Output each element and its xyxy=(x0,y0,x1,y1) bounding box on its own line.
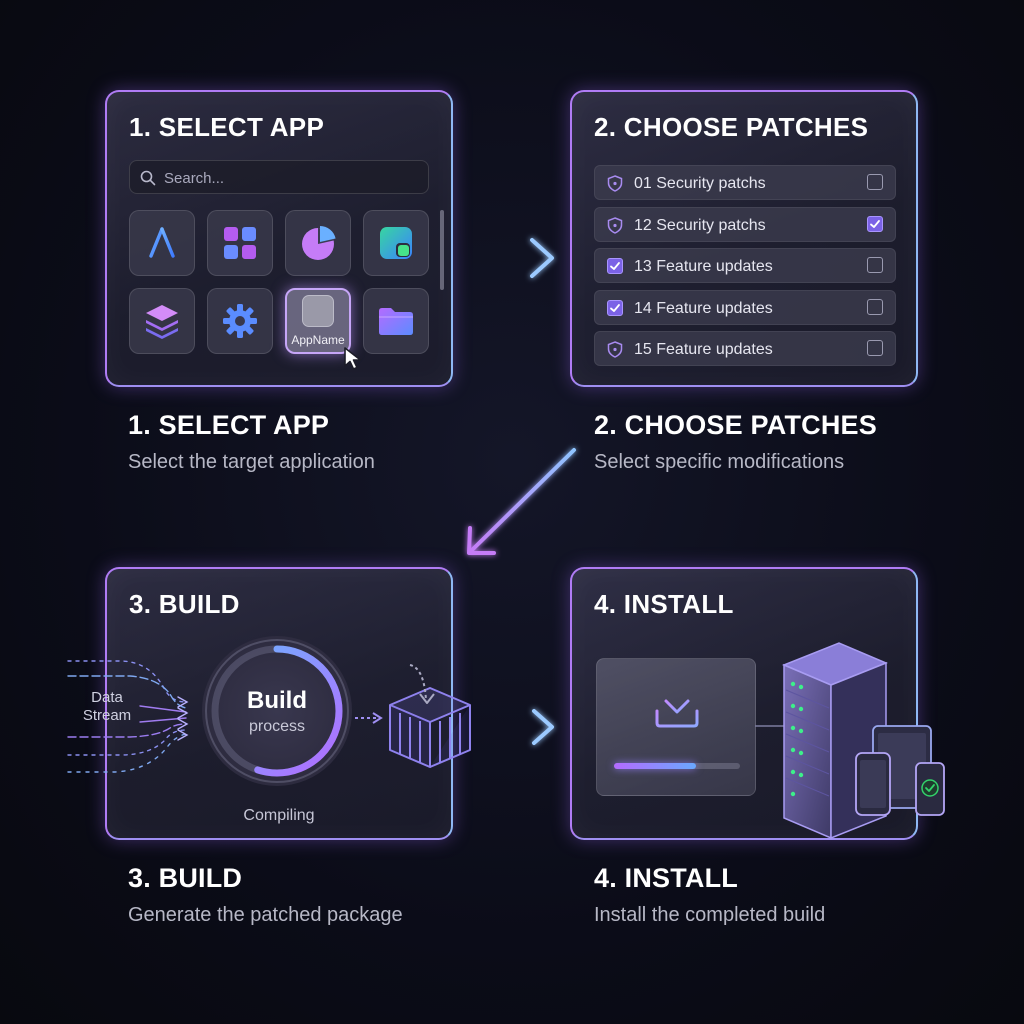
cursor-icon xyxy=(344,347,362,370)
shield-icon xyxy=(607,216,623,234)
build-title: Build xyxy=(247,687,307,714)
step-2-caption-desc: Select specific modifications xyxy=(594,451,845,473)
build-progress-ring: Build process xyxy=(202,636,352,786)
step-2-caption-title: 2. CHOOSE PATCHES xyxy=(594,410,877,440)
app-tile[interactable] xyxy=(207,210,273,276)
patch-checkbox[interactable] xyxy=(867,174,883,190)
install-panel: 4. INSTALL xyxy=(570,567,918,840)
search-icon xyxy=(140,170,156,186)
patch-label: 15 Feature updates xyxy=(634,341,773,358)
check-icon xyxy=(870,219,880,228)
app-grid-scrollbar[interactable] xyxy=(440,210,444,290)
app-store-icon xyxy=(146,227,178,258)
patch-label: 13 Feature updates xyxy=(634,258,773,275)
shield-icon xyxy=(607,341,623,358)
patch-label: 12 Security patchs xyxy=(634,216,766,234)
patch-row[interactable]: 01 Security patchs xyxy=(594,165,896,200)
step-1-caption-title: 1. SELECT APP xyxy=(128,410,330,440)
search-box[interactable] xyxy=(129,160,429,195)
step-3-caption-desc: Generate the patched package xyxy=(128,904,403,926)
patch-list: 01 Security patchs 12 Security patchs 13… xyxy=(594,165,896,373)
download-card xyxy=(596,658,756,796)
success-check-icon xyxy=(925,784,935,792)
app-tile[interactable] xyxy=(129,288,195,354)
data-stream-line-1: Data xyxy=(91,689,123,706)
step-4-caption-desc: Install the completed build xyxy=(594,904,826,926)
build-panel: 3. BUILD Build process Compiling xyxy=(105,567,453,840)
step-1-caption-desc: Select the target application xyxy=(128,451,375,473)
patch-row[interactable]: 12 Security patchs xyxy=(594,206,896,242)
shield-icon xyxy=(607,175,623,192)
panel-title: 4. INSTALL xyxy=(594,589,734,619)
panel-title: 2. CHOOSE PATCHES xyxy=(594,112,869,142)
patch-checkbox[interactable] xyxy=(867,257,883,273)
app-grid: AppName xyxy=(129,210,429,370)
folder-icon xyxy=(379,308,413,335)
checkbox-icon xyxy=(607,299,623,316)
build-subtitle: process xyxy=(248,718,306,735)
arrow-step3-to-step4 xyxy=(485,709,554,745)
patch-checkbox[interactable] xyxy=(867,340,883,356)
data-stream-label: Data Stream xyxy=(72,689,142,725)
app-placeholder-icon xyxy=(302,295,334,327)
step-4-caption-title: 4. INSTALL xyxy=(594,863,739,893)
arrow-step1-to-step2 xyxy=(468,238,554,278)
gear-icon xyxy=(223,304,257,338)
patch-row[interactable]: 13 Feature updates xyxy=(594,248,896,283)
download-icon xyxy=(655,683,699,728)
install-progress-fill xyxy=(614,763,696,769)
arrow-step2-to-step3 xyxy=(467,448,576,555)
app-tile[interactable] xyxy=(129,210,195,276)
layout-icon xyxy=(380,227,412,259)
app-tile[interactable] xyxy=(363,210,429,276)
patch-label: 01 Security patchs xyxy=(634,175,766,192)
app-tile[interactable] xyxy=(207,288,273,354)
pie-chart-icon xyxy=(302,226,336,260)
app-label: AppName xyxy=(291,333,345,347)
widgets-icon xyxy=(224,227,256,259)
app-tile-selected[interactable]: AppName xyxy=(285,288,362,370)
choose-patches-panel: 2. CHOOSE PATCHES 01 Security patchs 12 … xyxy=(570,90,918,387)
app-tile[interactable] xyxy=(285,210,351,276)
patch-checkbox[interactable] xyxy=(867,298,883,315)
select-app-panel: 1. SELECT APP xyxy=(105,90,453,387)
patch-row[interactable]: 15 Feature updates xyxy=(594,331,896,366)
checkbox-icon xyxy=(607,258,623,274)
layers-icon xyxy=(146,305,178,339)
build-progress-arc xyxy=(211,645,343,777)
patch-label: 14 Feature updates xyxy=(634,299,773,317)
panel-title: 3. BUILD xyxy=(129,589,240,619)
build-status: Compiling xyxy=(243,807,315,824)
panel-title: 1. SELECT APP xyxy=(129,112,325,142)
app-tile[interactable] xyxy=(363,288,429,354)
patch-row[interactable]: 14 Feature updates xyxy=(594,289,896,325)
search-input[interactable] xyxy=(162,161,426,195)
patch-checkbox-checked[interactable] xyxy=(867,215,883,232)
install-progress-bar xyxy=(614,763,740,769)
data-stream-line-2: Stream xyxy=(82,707,132,724)
small-phone-icon xyxy=(915,762,945,816)
step-3-caption-title: 3. BUILD xyxy=(128,863,243,893)
